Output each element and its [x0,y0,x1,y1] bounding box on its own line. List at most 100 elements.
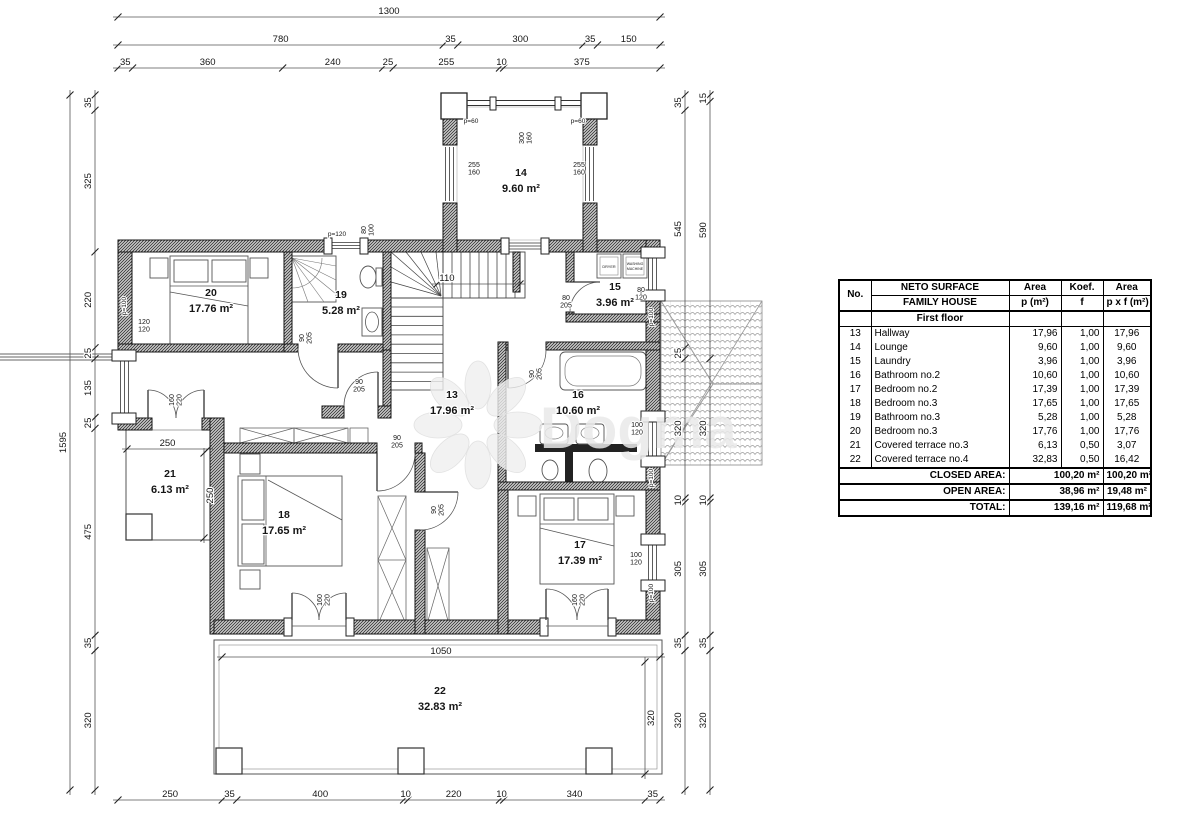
svg-text:17.65 m²: 17.65 m² [262,525,306,537]
cell-area-p: 17,65 [1008,397,1062,411]
cell-no: 22 [838,453,872,468]
cell-koef: 1,00 [1060,369,1104,383]
svg-text:p=100: p=100 [648,583,655,602]
svg-text:21: 21 [164,468,176,480]
svg-text:90: 90 [393,435,401,442]
svg-text:325: 325 [83,173,94,189]
svg-text:205: 205 [307,332,314,344]
svg-text:320: 320 [698,420,709,436]
roof-hatch [660,300,763,466]
label-par-e3: p=100 [647,582,656,603]
col-header-neto-surface: NETO SURFACE [870,280,1010,296]
svg-text:360: 360 [200,57,216,68]
svg-text:10: 10 [496,57,507,68]
totals-label: TOTAL: [838,499,1010,516]
svg-text:220: 220 [177,394,184,406]
cell-no: 18 [838,397,872,411]
svg-text:320: 320 [673,712,684,728]
svg-text:80: 80 [562,295,570,302]
svg-text:10: 10 [496,789,507,800]
svg-text:35: 35 [83,97,94,108]
cell-koef: 0,50 [1060,439,1104,453]
svg-text:17.39 m²: 17.39 m² [558,555,602,567]
svg-text:35: 35 [83,638,94,649]
cell-area-p: 17,76 [1008,425,1062,439]
svg-text:220: 220 [446,789,462,800]
cell-area-pxf: 9,60 [1102,341,1152,355]
label-par-top: p=120 [327,230,348,239]
svg-text:25: 25 [83,348,94,359]
svg-text:15: 15 [609,281,621,293]
totals-area-p: 139,16 m² [1008,499,1104,516]
svg-text:220: 220 [325,594,332,606]
svg-text:p=60: p=60 [464,118,479,125]
svg-text:25: 25 [673,348,684,359]
svg-text:205: 205 [439,504,446,516]
svg-text:545: 545 [673,221,684,237]
svg-text:205: 205 [391,443,403,450]
col-header-p-m2: p (m²) [1008,295,1062,312]
svg-text:780: 780 [273,34,289,45]
svg-text:20: 20 [205,287,217,299]
svg-text:14: 14 [515,167,527,179]
cell-room-name: Bedroom no.3 [870,397,1010,411]
windows [0,92,666,637]
svg-text:10: 10 [673,495,684,506]
cell-no: 15 [838,355,872,369]
svg-text:320: 320 [646,710,657,726]
svg-text:5.28 m²: 5.28 m² [322,305,360,317]
svg-text:3.96 m²: 3.96 m² [596,297,634,309]
totals-area-pxf: 100,20 m² [1102,467,1152,484]
svg-text:35: 35 [224,789,235,800]
label-par-e2: p=100 [647,467,656,488]
svg-text:1595: 1595 [58,432,69,453]
room-label-20: 20 17.76 m² [188,286,235,317]
svg-text:205: 205 [353,387,365,394]
svg-text:17.76 m²: 17.76 m² [189,303,233,315]
terrace-22 [213,639,663,775]
cell-area-p: 32,83 [1008,453,1062,468]
svg-text:100: 100 [631,422,643,429]
room-label-14: 149.60 m² [501,166,542,197]
svg-text:35: 35 [585,34,596,45]
cell-koef: 1,00 [1060,341,1104,355]
label-t14-par-r: p=60 [570,117,587,126]
room-label-15: 15 3.96 m² [595,280,636,311]
svg-text:250: 250 [162,789,178,800]
svg-text:25: 25 [383,57,394,68]
svg-text:305: 305 [698,561,709,577]
col-header-pxf-m2: p x f (m²) [1102,295,1152,312]
cell-room-name: Bathroom no.2 [870,369,1010,383]
cell-koef: 1,00 [1060,326,1104,341]
section-spacer-no [838,311,872,327]
svg-text:100: 100 [369,224,376,236]
svg-text:255: 255 [468,162,480,169]
svg-text:320: 320 [673,420,684,436]
svg-text:10: 10 [698,495,709,506]
room-label-21: 216.13 m² [150,467,191,498]
cell-no: 16 [838,369,872,383]
cell-area-pxf: 10,60 [1102,369,1152,383]
svg-text:160: 160 [527,132,534,144]
cell-area-pxf: 5,28 [1102,411,1152,425]
svg-text:120: 120 [635,295,647,302]
